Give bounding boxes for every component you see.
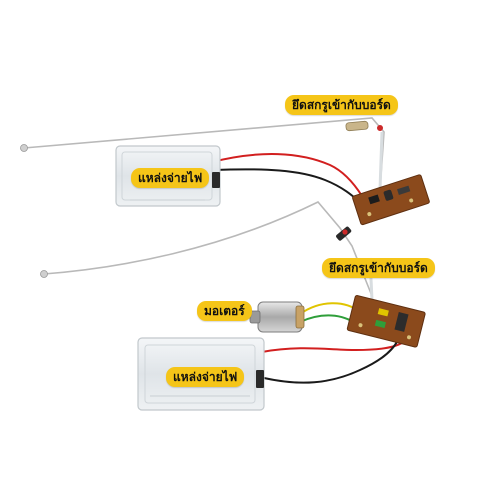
screw-point-bottom [342,229,348,235]
antenna-tip-bottom [40,270,48,278]
antenna-wire-bottom [43,201,373,297]
label-screw-to-board-bottom: ยึดสกรูเข้ากับบอร์ด [322,258,435,278]
wire-red-top [211,153,363,197]
label-motor: มอเตอร์ [197,301,252,321]
wire-black-bottom [263,339,399,384]
label-screw-to-board-top: ยึดสกรูเข้ากับบอร์ด [285,95,398,115]
motor-body [242,301,305,333]
label-power-supply-top: แหล่งจ่ายไฟ [131,168,210,188]
circuit-board-bottom [346,295,426,348]
screw-point-top [377,125,383,131]
antenna-tip-top [20,144,28,152]
label-power-supply-bottom: แหล่งจ่ายไฟ [166,367,245,387]
circuit-board-top [352,174,430,226]
wire-black-top [213,168,363,205]
antenna-screw-top [345,120,369,132]
